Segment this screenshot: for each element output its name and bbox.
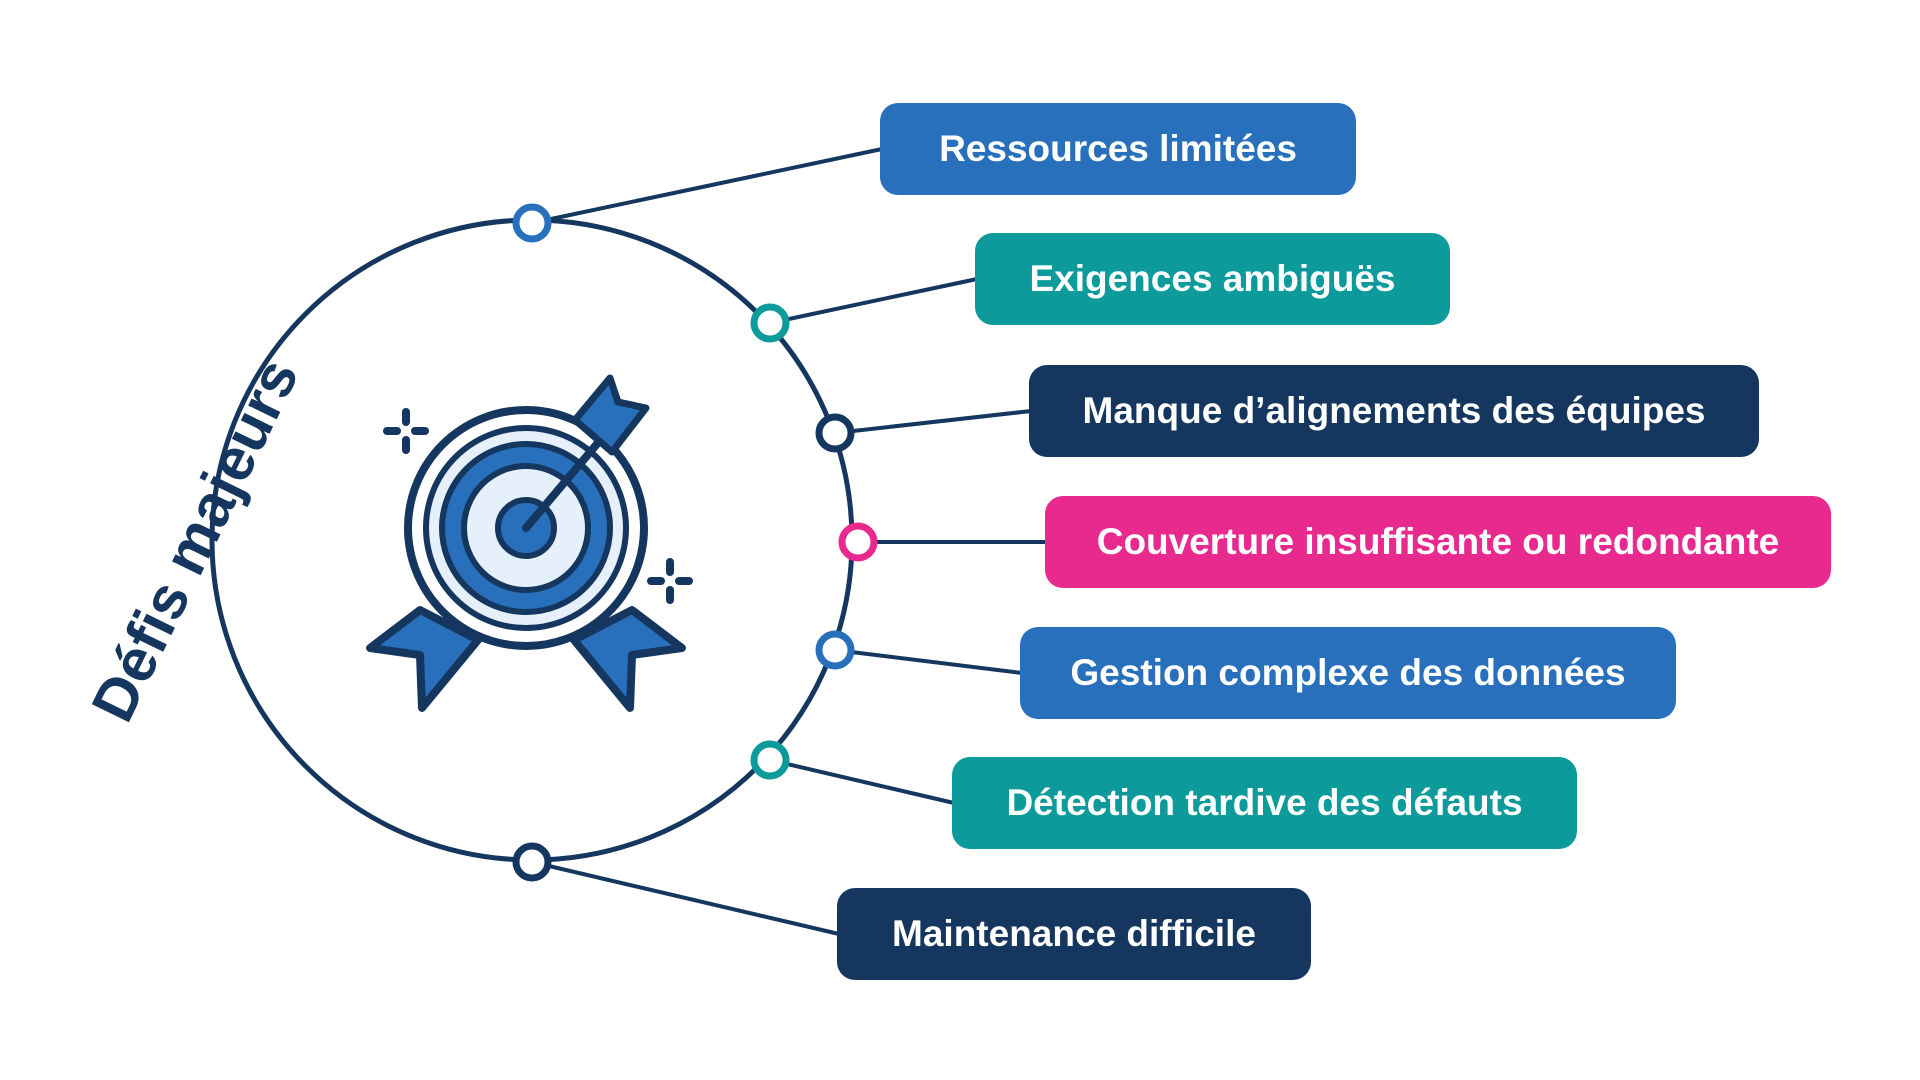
challenge-pill: Manque d’alignements des équipes [1029, 365, 1759, 457]
connector-line [834, 409, 1032, 435]
target-award-icon [366, 374, 693, 712]
connector-line [531, 860, 840, 936]
challenge-label: Manque d’alignements des équipes [1082, 390, 1706, 431]
challenge-pill: Gestion complexe des données [1020, 627, 1676, 719]
connector-line [769, 758, 955, 805]
ring-node [838, 522, 878, 562]
ring-node [750, 740, 790, 780]
challenge-label: Ressources limitées [939, 128, 1297, 169]
ring-node [815, 413, 855, 453]
connector-line [531, 147, 883, 225]
ring-node [750, 303, 790, 343]
challenge-label: Couverture insuffisante ou redondante [1096, 521, 1780, 562]
connector-line [769, 277, 978, 325]
challenge-pill: Maintenance difficile [837, 888, 1311, 980]
challenge-label: Maintenance difficile [892, 913, 1256, 954]
challenge-pill: Exigences ambiguës [975, 233, 1450, 325]
challenge-label: Détection tardive des défauts [1006, 782, 1523, 823]
ring-node [512, 842, 552, 882]
challenge-pill: Détection tardive des défauts [952, 757, 1577, 849]
challenge-pill: Ressources limitées [880, 103, 1356, 195]
challenge-label: Exigences ambiguës [1029, 258, 1396, 299]
challenge-label: Gestion complexe des données [1070, 652, 1626, 693]
ring-node [815, 630, 855, 670]
ring-node [512, 203, 552, 243]
challenge-pill: Couverture insuffisante ou redondante [1045, 496, 1831, 588]
connector-line [834, 648, 1023, 675]
